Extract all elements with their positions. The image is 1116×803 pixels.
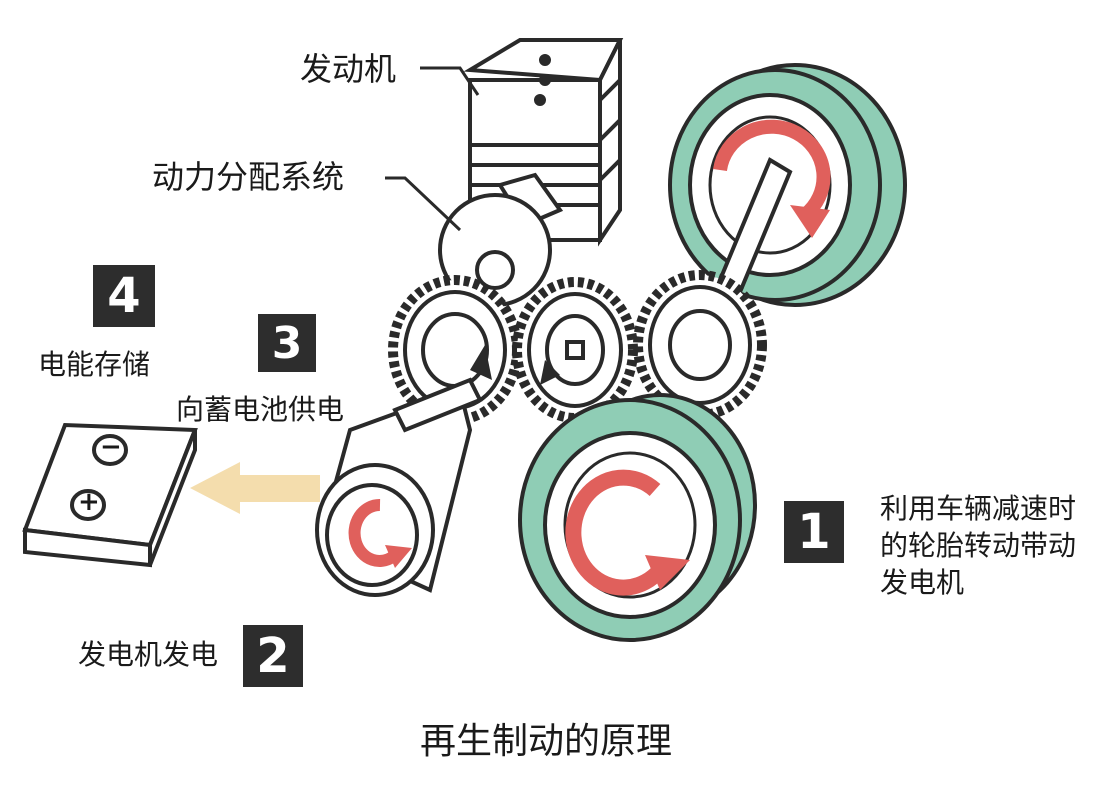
step-4-badge: 4 xyxy=(93,265,155,327)
step-2-label: 发电机发电 xyxy=(78,638,219,671)
step-1-line-2: 的轮胎转动带动 xyxy=(880,529,1077,562)
lower-wheel xyxy=(518,393,757,642)
rotation-arrow-lower xyxy=(565,469,667,596)
battery xyxy=(22,422,198,568)
battery-minus-icon: − xyxy=(100,432,122,462)
battery-plus-icon: + xyxy=(78,487,100,517)
engine-label: 发动机 xyxy=(300,50,397,88)
step-3-label: 向蓄电池供电 xyxy=(176,393,345,426)
diagram-caption: 再生制动的原理 xyxy=(420,721,673,762)
step-1-label: 利用车辆减速时 的轮胎转动带动 发电机 xyxy=(880,490,1076,601)
step-4-label: 电能存储 xyxy=(38,348,151,381)
rotation-arrow-generator xyxy=(348,498,399,567)
step-1-badge: 1 xyxy=(784,501,844,563)
step-1-line-1: 利用车辆减速时 xyxy=(880,492,1077,525)
power-split-label: 动力分配系统 xyxy=(152,158,345,196)
step-1-line-3: 发电机 xyxy=(880,566,965,599)
engine-leader-line xyxy=(420,66,480,96)
rotation-arrow-upper xyxy=(713,119,831,221)
power-split-leader-line xyxy=(385,176,462,232)
upper-wheel xyxy=(668,63,907,307)
step-3-badge: 3 xyxy=(258,314,316,372)
gear-right xyxy=(633,270,767,420)
step-2-badge: 2 xyxy=(243,625,303,687)
gear-middle xyxy=(512,277,638,423)
energy-flow-arrow xyxy=(190,462,320,514)
generator xyxy=(315,377,483,597)
